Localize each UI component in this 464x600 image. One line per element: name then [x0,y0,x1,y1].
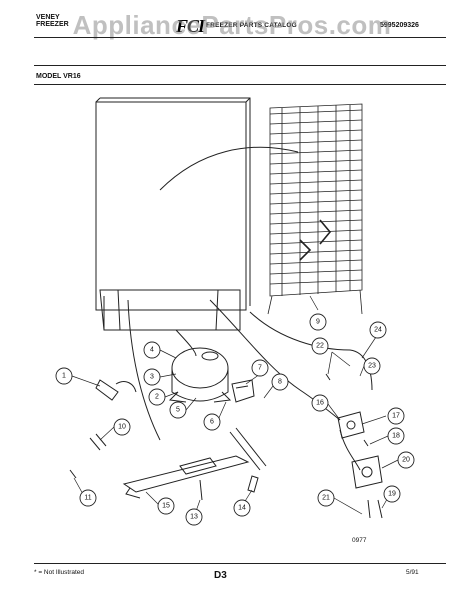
fci-logo: FCI [176,16,205,36]
svg-text:24: 24 [374,327,382,334]
callout-23: 23 [363,357,381,375]
brand-line-1: VENEY [36,14,60,21]
callout-7: 7 [251,359,269,377]
callout-5: 5 [169,401,187,419]
svg-text:5: 5 [176,407,180,414]
svg-text:1: 1 [62,373,66,380]
callout-3: 3 [143,368,161,386]
svg-text:21: 21 [322,495,330,502]
svg-text:22: 22 [316,343,324,350]
svg-text:3: 3 [150,374,154,381]
callout-numbers: 1 2 3 4 5 6 7 8 9 10 11 13 14 15 16 17 1… [55,313,415,526]
model-rule-top [34,65,446,66]
callout-8: 8 [271,373,289,391]
callout-22: 22 [311,337,329,355]
svg-text:2: 2 [155,394,159,401]
callout-4: 4 [143,341,161,359]
svg-text:15: 15 [162,503,170,510]
revision-date: 5/91 [406,569,419,576]
svg-text:11: 11 [84,495,91,502]
base-frame [122,427,267,501]
callout-16: 16 [311,394,329,412]
model-rule-bottom [34,84,446,85]
catalog-part-number: 5995209326 [380,22,419,29]
svg-text:9: 9 [316,319,320,326]
callout-15: 15 [157,497,175,515]
svg-text:19: 19 [388,491,396,498]
svg-text:14: 14 [238,505,246,512]
svg-text:8: 8 [278,379,282,386]
callout-14: 14 [233,499,251,517]
brand-line-2: FREEZER [36,21,69,28]
relay-overload [231,379,255,403]
callout-21: 21 [317,489,335,507]
cabinet-outline [95,97,251,331]
callout-18: 18 [387,427,405,445]
svg-text:4: 4 [150,347,154,354]
callout-6: 6 [203,413,221,431]
svg-text:13: 13 [190,514,198,521]
catalog-header: VENEY FREEZER FCI FREEZER PARTS CATALOG … [0,0,464,60]
callout-9: 9 [309,313,327,331]
watermark: AppliancePartsPros.com [72,10,392,40]
svg-text:17: 17 [392,413,400,420]
callout-11: 11 [79,489,97,507]
svg-text:16: 16 [316,400,324,407]
callout-10: 10 [113,418,131,436]
svg-text:6: 6 [210,419,214,426]
svg-text:7: 7 [258,365,262,372]
brand-name: VENEY FREEZER [36,14,76,28]
condenser-coil [267,103,363,315]
diagram-code: 0977 [352,537,367,544]
callout-24: 24 [369,321,387,339]
catalog-title: FREEZER PARTS CATALOG [206,22,297,29]
svg-text:10: 10 [118,424,126,431]
callout-2: 2 [148,388,166,406]
callout-1: 1 [55,367,73,385]
compressor [168,347,232,403]
footnote-not-illustrated: * = Not Illustrated [34,569,85,576]
temperature-control [325,373,383,519]
callout-19: 19 [383,485,401,503]
callout-13: 13 [185,508,203,526]
header-rule [34,37,446,38]
svg-text:20: 20 [402,457,410,464]
page-number: D3 [214,570,227,581]
model-label: MODEL VR16 [36,73,81,80]
footer-rule [34,563,446,564]
svg-text:23: 23 [368,363,376,370]
svg-text:18: 18 [392,433,400,440]
callout-20: 20 [397,451,415,469]
callout-leaders [71,295,399,518]
callout-17: 17 [387,407,405,425]
